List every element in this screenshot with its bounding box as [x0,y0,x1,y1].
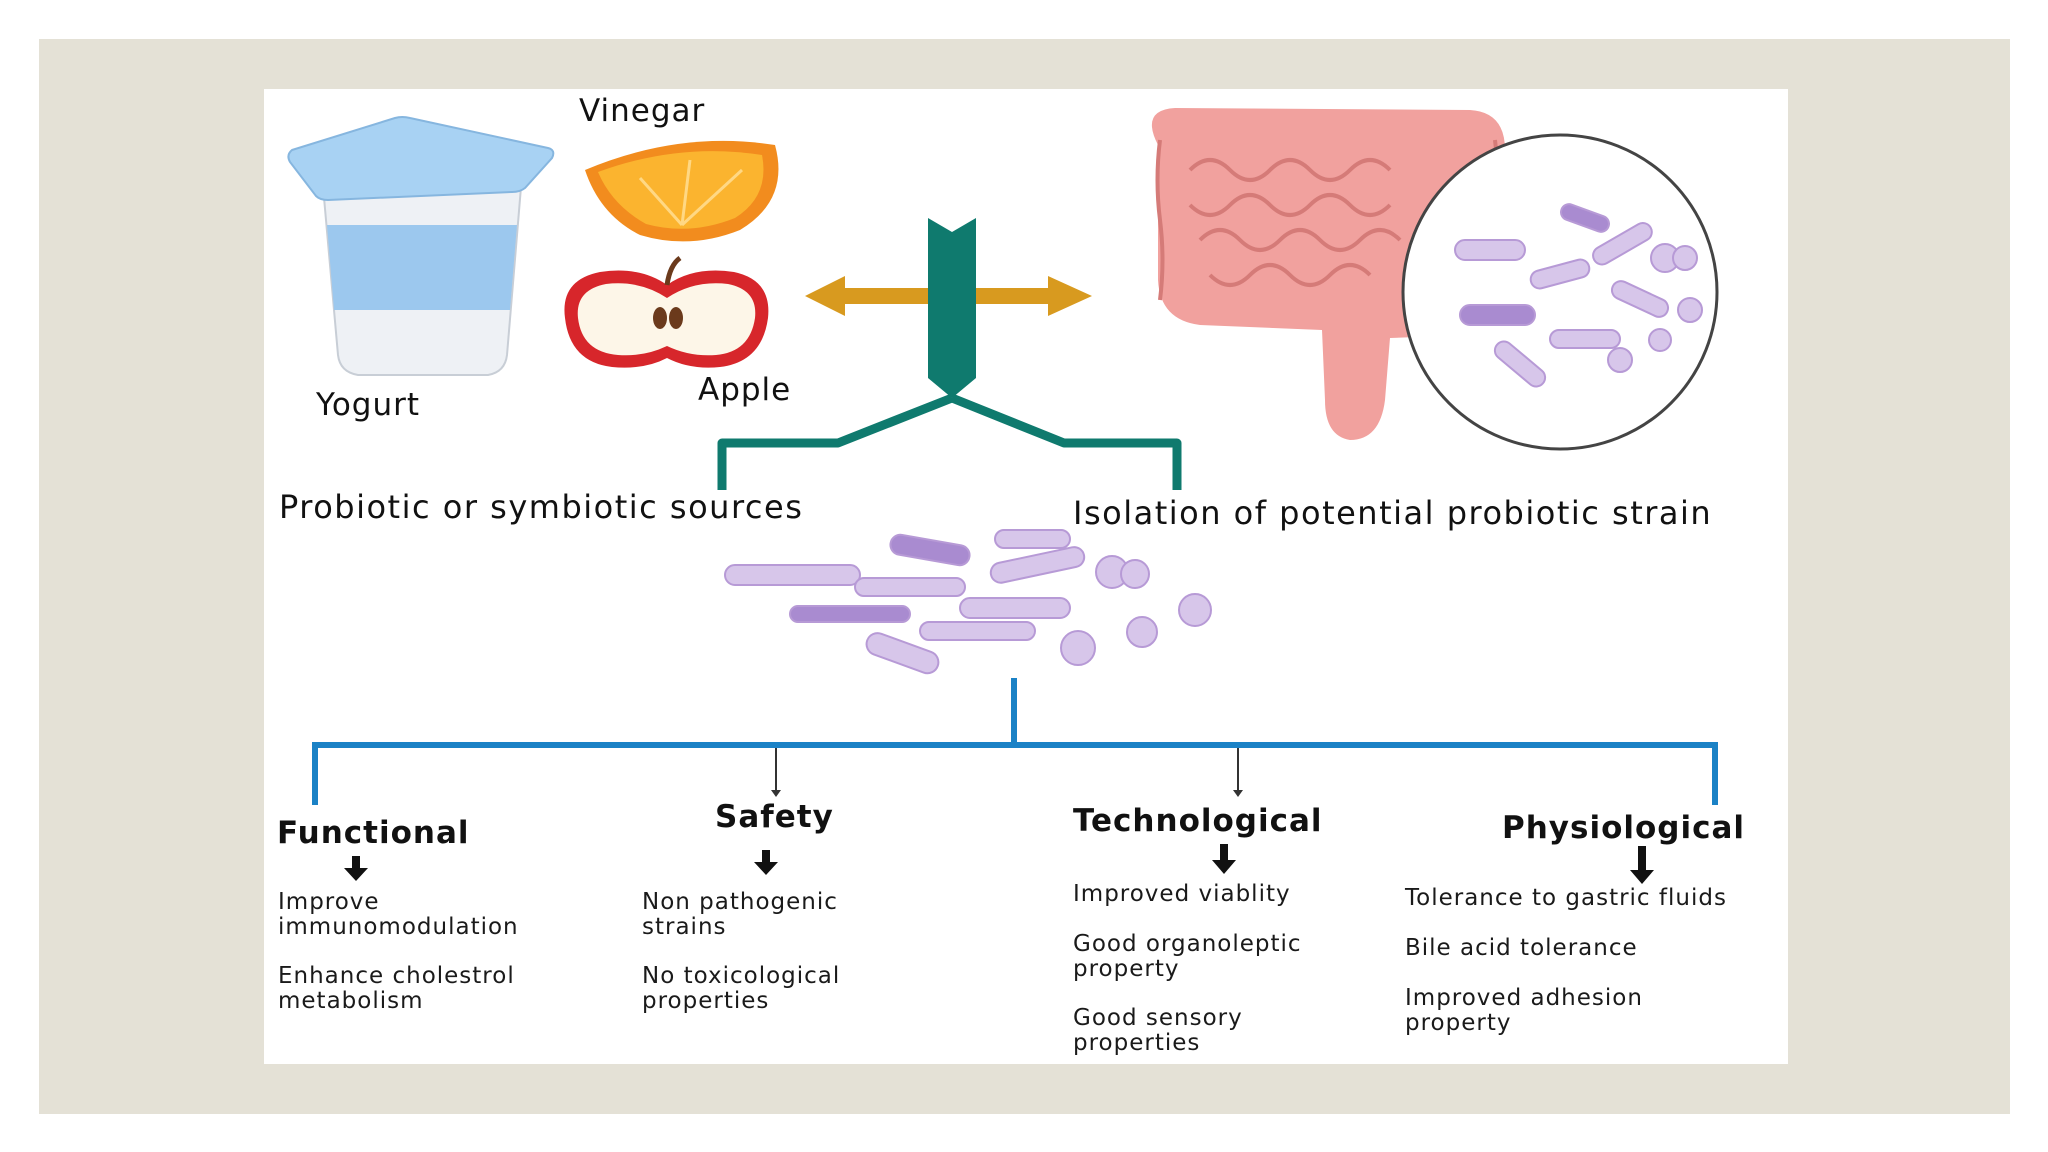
technological-item: Good sensory properties [1073,1005,1243,1056]
orange-slice-icon [585,140,779,242]
microbe-cluster-icon [724,529,1212,675]
apple-label: Apple [698,372,792,408]
technological-item: Good organoleptic property [1073,931,1302,982]
criteria-heading-safety: Safety [715,799,834,835]
physiological-item: Bile acid tolerance [1405,935,1638,961]
safety-item: Non pathogenic strains [642,889,838,940]
functional-item: Enhance cholestrol metabolism [278,963,515,1014]
technological-item: Improved viablity [1073,881,1291,907]
thin-arrowheads [771,790,1243,797]
down-arrow-icon [344,844,1654,884]
safety-item: No toxicological properties [642,963,841,1014]
vinegar-label: Vinegar [579,93,706,129]
chevron-icon [928,218,976,398]
physiological-item: Improved adhesion property [1405,985,1643,1036]
functional-item: Improve immunomodulation [278,889,519,940]
criteria-heading-functional: Functional [277,815,470,851]
criteria-heading-technological: Technological [1073,803,1323,839]
magnified-microbes-icon [1401,133,1719,451]
criteria-heading-physiological: Physiological [1502,810,1746,846]
sources-title: Probiotic or symbiotic sources [279,488,804,526]
yogurt-cup-icon [287,116,555,376]
yogurt-label: Yogurt [316,387,421,423]
physiological-item: Tolerance to gastric fluids [1405,885,1727,911]
blue-tree-connector [312,678,1718,805]
apple-icon [564,255,769,368]
isolation-title: Isolation of potential probiotic strain [1073,494,1713,532]
teal-branch-connector [717,393,1182,490]
thin-drop-lines [775,748,1239,793]
